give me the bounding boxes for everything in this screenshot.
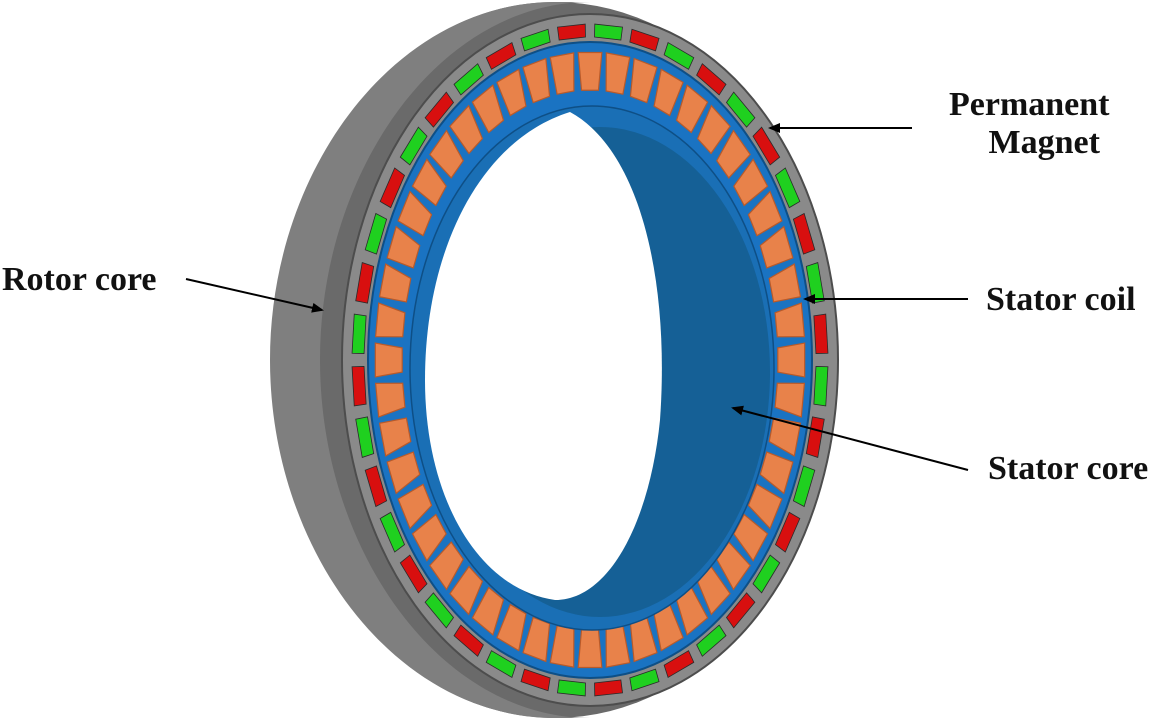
- magnet-segment: [774, 511, 801, 553]
- magnet-segment: [364, 212, 388, 255]
- stator-coil: [496, 68, 527, 117]
- stator-coil: [374, 302, 406, 338]
- magnet-segment: [520, 668, 551, 692]
- magnet-segment: [424, 91, 455, 128]
- label-permanent-magnet-line1: Permanent: [949, 86, 1110, 123]
- stator-coil: [774, 382, 806, 418]
- stator-coil: [374, 382, 406, 418]
- stator-coil: [374, 342, 403, 378]
- stator-coil: [733, 158, 769, 207]
- magnet-segment: [453, 624, 484, 657]
- stator-coil: [496, 603, 527, 652]
- arrow-stator-core: [731, 405, 969, 471]
- magnet-segment: [424, 592, 455, 629]
- stator-coil: [522, 616, 551, 663]
- magnet-segment: [351, 366, 367, 407]
- magnet-segment: [520, 28, 551, 52]
- magnet-segment: [594, 679, 623, 697]
- magnet-segment: [752, 126, 781, 166]
- stator-coil: [378, 263, 412, 303]
- stator-coil: [774, 302, 806, 338]
- stator-coil: [759, 225, 794, 269]
- magnet-segment: [696, 63, 727, 96]
- magnet-segment: [663, 41, 695, 70]
- stator-core-bore: [409, 105, 775, 631]
- magnet-segment: [725, 91, 756, 128]
- stator-coil: [653, 68, 684, 117]
- magnet-segment: [351, 313, 367, 354]
- stator-coil: [549, 52, 575, 95]
- stator-coil: [777, 342, 806, 378]
- stator-coil: [577, 51, 603, 91]
- magnet-segment: [557, 679, 586, 697]
- magnet-segment: [355, 262, 375, 304]
- stator-coil: [411, 158, 447, 207]
- stator-coil: [768, 417, 802, 457]
- magnet-segment: [355, 416, 375, 458]
- magnet-segment: [696, 624, 727, 657]
- magnet-segment: [663, 650, 695, 679]
- magnet-segment: [792, 212, 816, 255]
- magnet-segment: [725, 592, 756, 629]
- magnet-segment: [629, 28, 660, 52]
- stator-coil: [429, 129, 464, 179]
- stator-coil: [429, 541, 464, 591]
- stator-coil: [675, 84, 709, 134]
- permanent-magnet-ring: [351, 23, 829, 697]
- stator-coil: [449, 104, 484, 155]
- stator-coil: [747, 190, 783, 237]
- stator-coil: [471, 84, 505, 134]
- magnet-segment: [805, 416, 825, 458]
- label-stator-coil: Stator coil: [986, 281, 1136, 318]
- magnet-segment: [485, 650, 517, 679]
- stator-coil: [629, 57, 658, 104]
- stator-coil: [605, 52, 631, 95]
- stator-coil: [522, 57, 551, 104]
- stator-coil: [733, 513, 769, 562]
- stator-coil: [768, 263, 802, 303]
- magnet-segment: [557, 23, 586, 41]
- magnet-segment: [594, 23, 623, 41]
- magnet-segment: [399, 554, 428, 594]
- label-rotor-core: Rotor core: [2, 261, 157, 298]
- magnet-segment: [774, 167, 801, 209]
- stator-coil: [397, 483, 433, 530]
- rotor-core-side: [270, 2, 590, 718]
- label-permanent-magnet-line2: Magnet: [988, 124, 1100, 162]
- stator-coil: [411, 513, 447, 562]
- magnet-segment: [379, 167, 406, 209]
- stator-coil: [696, 104, 731, 155]
- label-stator-core: Stator core: [988, 450, 1149, 487]
- magnet-segment: [399, 126, 428, 166]
- magnet-segment: [752, 554, 781, 594]
- magnet-segment: [792, 465, 816, 508]
- stator-coil: [747, 483, 783, 530]
- stator-coil-ring: [374, 51, 806, 669]
- magnet-segment: [453, 63, 484, 96]
- arrow-rotor-core: [185, 278, 324, 313]
- stator-coil: [397, 190, 433, 237]
- stator-coil: [471, 586, 505, 636]
- stator-coil: [386, 225, 421, 269]
- magnet-segment: [379, 511, 406, 553]
- magnet-segment: [629, 668, 660, 692]
- magnet-segment: [485, 41, 517, 70]
- stator-coil: [759, 451, 794, 495]
- magnet-segment: [813, 366, 829, 407]
- stator-coil: [386, 451, 421, 495]
- stator-coil: [378, 417, 412, 457]
- stator-coil: [449, 565, 484, 616]
- magnet-segment: [813, 313, 829, 354]
- label-permanent-magnet: Permanent Magnet: [949, 86, 1110, 162]
- bore-opening: [425, 112, 662, 600]
- stator-coil: [716, 129, 751, 179]
- magnet-segment: [364, 465, 388, 508]
